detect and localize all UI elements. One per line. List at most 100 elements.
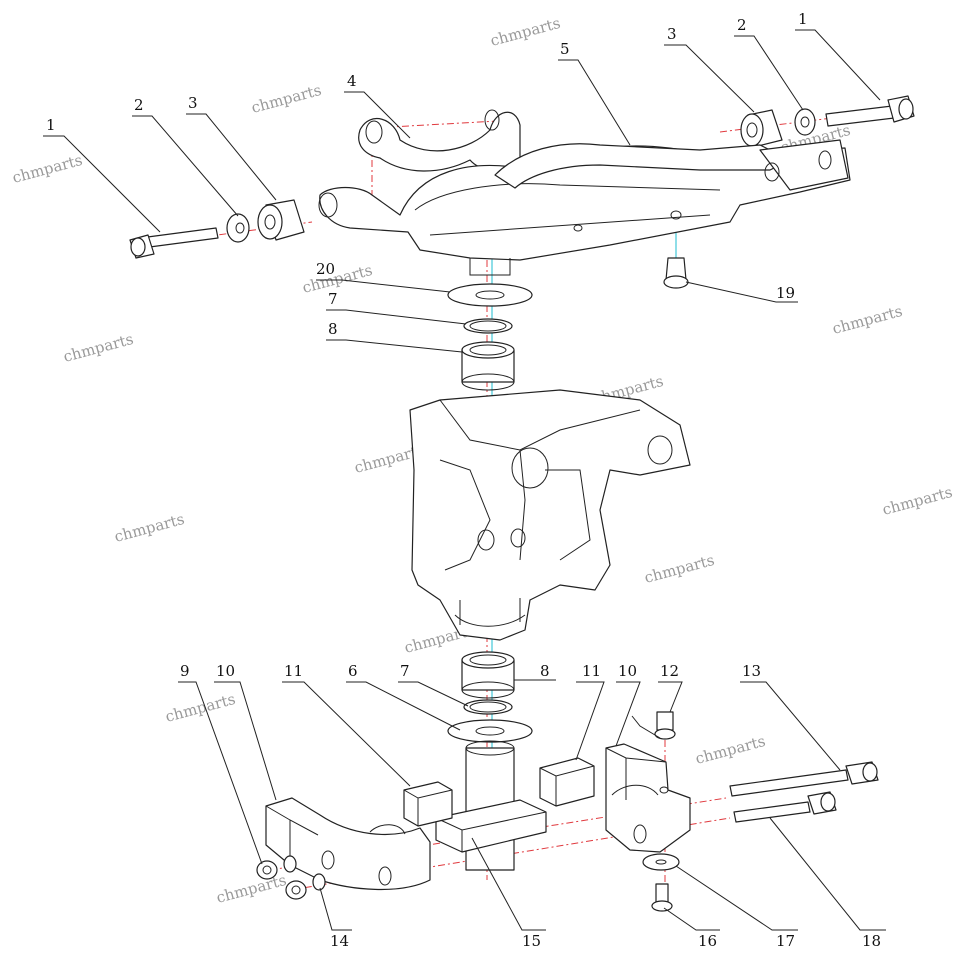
callout-1-left: 1: [43, 116, 161, 233]
upper-arm: [494, 139, 849, 191]
pad-11-left: [403, 781, 453, 827]
callout-20: 20: [316, 260, 451, 293]
callout-label: 11: [284, 662, 303, 680]
callout-label: 1: [46, 116, 56, 134]
mid-stack: [447, 283, 533, 391]
thrust-washer-6: [447, 719, 533, 743]
watermark: chmparts: [693, 732, 767, 768]
callout-label: 17: [776, 932, 795, 950]
callout-16: 16: [663, 907, 720, 950]
callout-label: 3: [188, 94, 198, 112]
callout-label: 19: [776, 284, 795, 302]
long-bolt-13: [729, 761, 879, 797]
callout-label: 20: [316, 260, 335, 278]
callout-label: 10: [618, 662, 637, 680]
callout-5: 5: [558, 40, 631, 146]
callout-17: 17: [675, 865, 798, 950]
callout-6: 6: [346, 662, 461, 731]
callout-label: 8: [540, 662, 550, 680]
washer-14-upper: [283, 855, 297, 873]
callout-7-upper: 7: [326, 290, 467, 325]
callout-label: 4: [347, 72, 357, 90]
ring-7-upper: [463, 318, 513, 334]
callout-3-left: 3: [186, 94, 277, 201]
watermark: chmparts: [10, 151, 84, 187]
nut-9-upper: [256, 860, 278, 880]
callout-label: 1: [798, 10, 808, 28]
center-housing: [409, 389, 691, 641]
ring-7-lower: [463, 699, 513, 715]
arm-top-axis: [371, 119, 517, 129]
left-bracket: [256, 797, 431, 900]
nut-14-lower: [285, 880, 307, 900]
pad-11-right: [539, 757, 595, 807]
right-bushing: [740, 109, 783, 147]
callout-label: 7: [328, 290, 338, 308]
callout-1-right: 1: [795, 10, 881, 101]
callout-13: 13: [740, 662, 841, 771]
callout-18: 18: [769, 817, 886, 950]
callout-label: 16: [698, 932, 717, 950]
callout-2-left: 2: [132, 96, 239, 217]
lower-stack: [403, 651, 595, 871]
watermark: chmparts: [249, 81, 323, 117]
callout-19: 19: [685, 281, 798, 303]
callout-label: 10: [216, 662, 235, 680]
callout-label: 11: [582, 662, 601, 680]
left-bushing: [257, 199, 305, 241]
callout-8-upper: 8: [326, 320, 463, 353]
left-washer: [226, 213, 250, 243]
right-bracket: [605, 711, 691, 912]
watermark: chmparts: [112, 510, 186, 546]
callout-label: 2: [134, 96, 144, 114]
callout-8-lower: 8: [514, 662, 556, 681]
callout-label: 9: [180, 662, 190, 680]
watermark: chmparts: [880, 483, 954, 519]
cross-block-15: [435, 799, 547, 853]
callout-11-right: 11: [575, 662, 605, 761]
callout-4: 4: [344, 72, 411, 139]
spacer-17: [642, 853, 680, 871]
left-bolt: [129, 227, 219, 259]
callout-7-lower: 7: [398, 662, 469, 707]
callout-3-right: 3: [664, 25, 755, 113]
long-bolt-18: [733, 791, 837, 823]
bushing-8-upper: [461, 341, 515, 391]
upper-assembly: [129, 95, 915, 289]
watermark: chmparts: [488, 14, 562, 50]
callout-label: 15: [522, 932, 541, 950]
watermark: chmparts: [61, 330, 135, 366]
callout-12: 12: [658, 662, 683, 713]
callout-label: 2: [737, 16, 747, 34]
thrust-washer-20: [447, 283, 533, 307]
callout-label: 7: [400, 662, 410, 680]
bushing-8-lower: [461, 651, 515, 699]
callout-label: 13: [742, 662, 761, 680]
callout-label: 14: [330, 932, 349, 950]
callout-15: 15: [471, 837, 546, 950]
callout-2-right: 2: [734, 16, 804, 111]
callout-9: 9: [178, 662, 263, 865]
callout-14: 14: [319, 887, 352, 950]
callout-label: 18: [862, 932, 881, 950]
callout-10-right: 10: [615, 662, 641, 747]
right-washer: [794, 108, 816, 136]
watermark: chmparts: [830, 302, 904, 338]
u-link: [358, 109, 521, 172]
watermark: chmparts: [642, 551, 716, 587]
callout-10-left: 10: [214, 662, 277, 801]
screw-12: [631, 711, 676, 740]
callout-11-left: 11: [282, 662, 411, 787]
washer-14-lower: [312, 873, 326, 891]
screw-19: [663, 257, 689, 289]
watermark: chmparts: [214, 871, 288, 907]
callout-label: 5: [560, 40, 570, 58]
callout-label: 8: [328, 320, 338, 338]
callout-label: 6: [348, 662, 358, 680]
callout-label: 3: [667, 25, 677, 43]
callout-label: 12: [660, 662, 679, 680]
upper-arm-housing: [318, 145, 851, 276]
right-bolt: [825, 95, 915, 127]
